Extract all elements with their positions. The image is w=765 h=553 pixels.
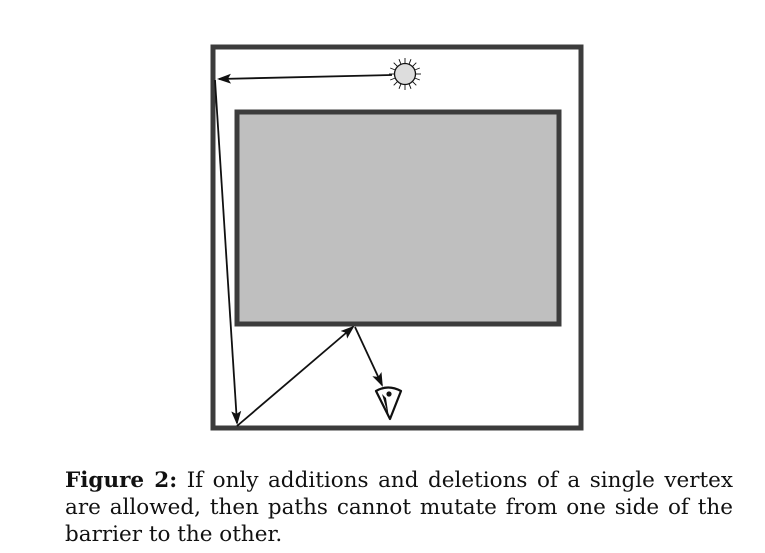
eye-icon (374, 386, 403, 421)
path-segment-2 (214, 79, 242, 425)
caption-label: Figure 2: (65, 468, 178, 493)
light-path (214, 73, 393, 427)
path-segment-1 (217, 73, 393, 84)
room-frame (210, 44, 584, 431)
light-source-icon (389, 58, 421, 90)
figure-caption: Figure 2: If only additions and deletion… (65, 467, 733, 548)
caption-text: If only additions and deletions of a sin… (65, 468, 733, 547)
barrier (234, 109, 562, 327)
path-segment-3 (236, 325, 355, 427)
figure-diagram (210, 44, 584, 431)
path-segment-4 (354, 326, 383, 387)
